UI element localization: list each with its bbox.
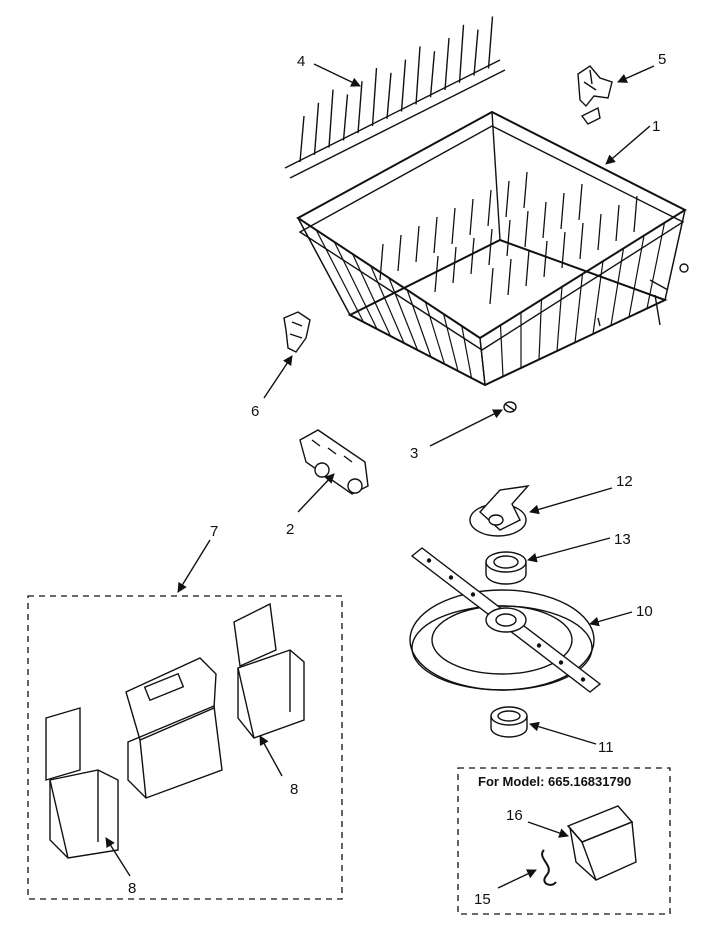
hinge-pin-part xyxy=(541,849,557,886)
callout-8a: 8 xyxy=(290,781,298,798)
callout-15: 15 xyxy=(474,891,491,908)
callout-13: 13 xyxy=(614,531,631,548)
callout-3: 3 xyxy=(410,445,418,462)
callout-2: 2 xyxy=(286,521,294,538)
model-label: For Model: 665.16831790 xyxy=(478,774,631,789)
wheel-assembly-part xyxy=(299,429,369,495)
callout-16: 16 xyxy=(506,807,523,824)
left-basket-part xyxy=(45,707,119,859)
callout-11: 11 xyxy=(598,739,614,756)
callout-5: 5 xyxy=(658,51,666,68)
callout-8b: 8 xyxy=(128,880,136,897)
leader-lines xyxy=(105,63,655,889)
mini-basket-part xyxy=(566,805,637,881)
lower-rack-part xyxy=(296,110,689,387)
callout-numbers: 4 5 1 6 3 2 7 8 8 12 13 10 11 16 15 xyxy=(128,51,666,908)
right-basket-part xyxy=(233,602,305,739)
tine-row-part xyxy=(284,16,506,179)
callout-12: 12 xyxy=(616,473,633,490)
lower-spray-arm-part xyxy=(409,547,602,693)
spray-arm-cap-part xyxy=(469,485,530,537)
rack-bracket-part xyxy=(283,311,311,353)
callout-1: 1 xyxy=(652,118,660,135)
rack-clip-part xyxy=(577,65,613,125)
bearing-ring-part xyxy=(490,706,528,738)
model-box xyxy=(457,767,671,915)
center-basket-part xyxy=(125,657,223,799)
roller-part xyxy=(503,401,517,413)
ring-nut-part xyxy=(485,551,527,585)
basket-group-box xyxy=(27,595,343,900)
callout-10: 10 xyxy=(636,603,653,620)
callout-4: 4 xyxy=(297,53,305,70)
callout-6: 6 xyxy=(251,403,259,420)
callout-7: 7 xyxy=(210,523,218,540)
